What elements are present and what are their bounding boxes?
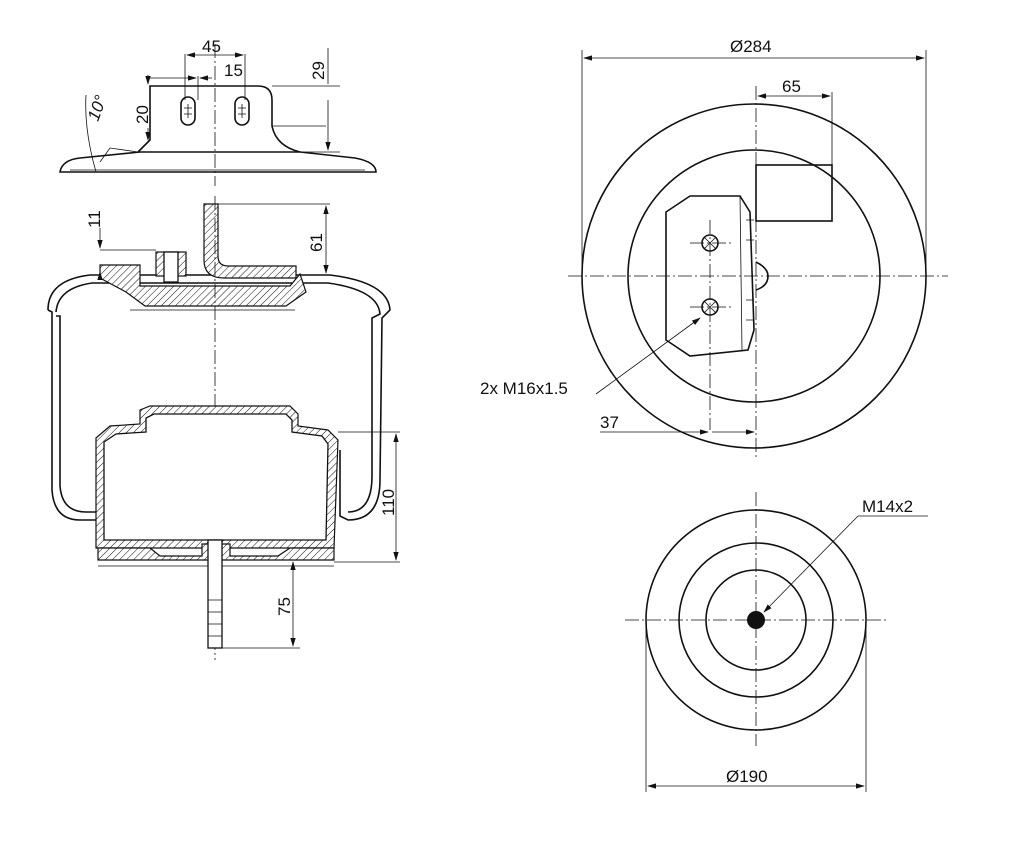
dim-bracket-height: 29: [309, 61, 328, 80]
dim-hole-spacing: 15: [224, 61, 243, 80]
callout-top-threads: 2x M16x1.5: [480, 379, 568, 398]
dim-bracket-offset: 20: [133, 105, 152, 124]
dim-plate-thickness: 11: [85, 210, 104, 228]
callout-bottom-thread: M14x2: [862, 497, 913, 516]
dim-top-height: 61: [307, 233, 326, 252]
dim-piston-height: 110: [379, 489, 398, 516]
dim-top-offset: 65: [782, 77, 801, 96]
dim-top-diameter: Ø284: [730, 37, 772, 56]
dim-bottom-diameter: Ø190: [726, 767, 768, 786]
top-view: [568, 50, 948, 458]
bottom-view: [625, 492, 928, 792]
dim-bracket-width: 45: [202, 37, 221, 56]
dim-hole-offset: 37: [600, 413, 619, 432]
bracket-side-view: [59, 44, 377, 186]
dim-stud-length: 75: [275, 597, 294, 616]
dim-bracket-angle: 10°: [84, 93, 111, 124]
air-spring-section-view: [47, 196, 400, 660]
